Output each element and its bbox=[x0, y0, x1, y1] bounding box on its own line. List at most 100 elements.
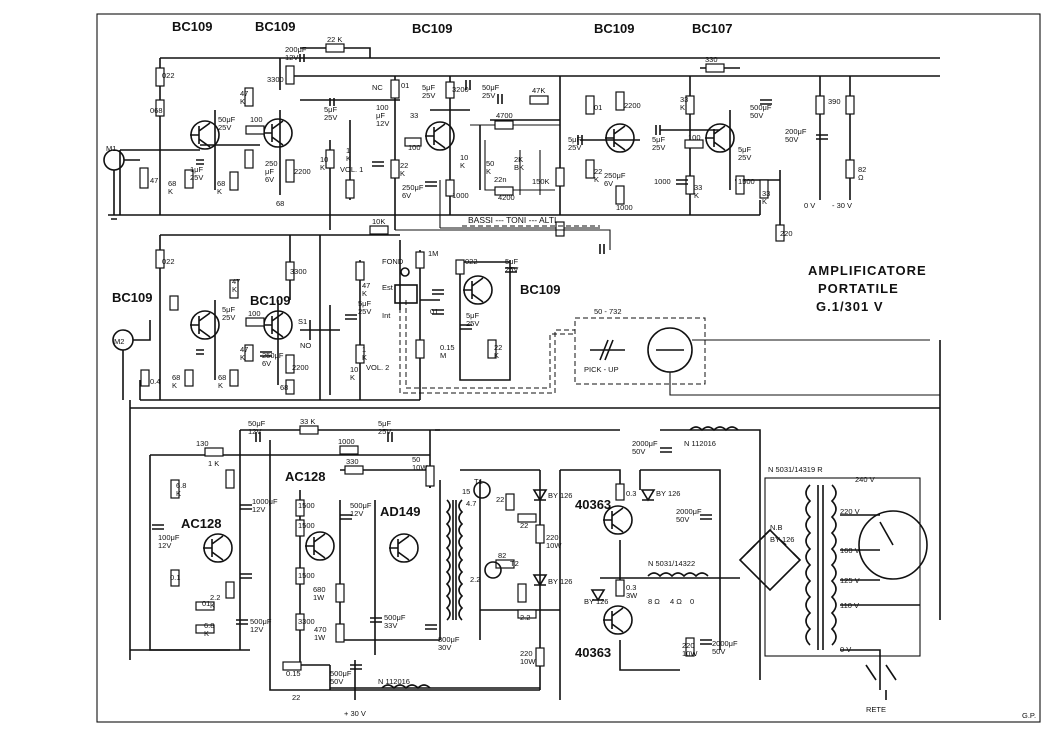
label-r4200: 4200 bbox=[498, 193, 515, 202]
label-v125: 125 V bbox=[840, 576, 860, 585]
label-r1500b: 1500 bbox=[298, 501, 315, 510]
label-zero: 0 V bbox=[804, 201, 815, 210]
label-c01d: 0.1 bbox=[170, 573, 180, 582]
transistor-q3-symbol bbox=[425, 121, 455, 151]
label-minus30: - 30 V bbox=[832, 201, 852, 210]
label-tbot: N 112016 bbox=[378, 677, 410, 686]
transistor-q8-symbol bbox=[463, 275, 493, 305]
transistor-q4-symbol bbox=[605, 123, 635, 153]
label-r68d: 68 bbox=[280, 383, 288, 392]
label-d1: BY 126 bbox=[548, 491, 572, 500]
label-v160: 160 V bbox=[840, 546, 860, 555]
label-r1000a: 1000 bbox=[452, 191, 469, 200]
transistor-row-middle bbox=[190, 275, 493, 340]
mains-transformer-frame bbox=[764, 477, 921, 657]
transistor-q12-symbol bbox=[603, 505, 633, 535]
label-vol1: VOL. 1 bbox=[340, 165, 363, 174]
label-tbridge: N.B bbox=[770, 523, 783, 532]
label-fond: FOND bbox=[382, 257, 404, 266]
label-r220: 220 bbox=[780, 229, 793, 238]
label-r22k: 22 K bbox=[327, 35, 342, 44]
label-r1m: 1M bbox=[428, 249, 438, 258]
transistor-q9-symbol bbox=[203, 533, 233, 563]
label-q11: AD149 bbox=[380, 504, 420, 519]
label-r1000b: 1000 bbox=[616, 203, 633, 212]
label-r1k6: 1 K bbox=[208, 459, 219, 468]
label-r22g: 2.2 bbox=[520, 613, 530, 622]
label-q13: 40363 bbox=[575, 645, 611, 660]
label-tap0: 0 bbox=[690, 597, 694, 606]
label-q3: BC109 bbox=[412, 21, 452, 36]
transistor-labels: BC109 BC109 BC109 BC109 BC107 BC109 BC10… bbox=[112, 19, 732, 660]
label-v240: 240 V bbox=[855, 475, 875, 484]
label-int: Int bbox=[382, 311, 391, 320]
label-q5: BC107 bbox=[692, 21, 732, 36]
preamp-middle bbox=[129, 234, 940, 660]
label-r2200c: 2200 bbox=[292, 363, 309, 372]
label-d4: BY 126 bbox=[584, 597, 608, 606]
label-r150k: 150K bbox=[532, 177, 550, 186]
label-m1: M1 bbox=[106, 144, 116, 153]
label-q4: BC109 bbox=[594, 21, 634, 36]
label-tap8: 8 Ω bbox=[648, 597, 660, 606]
label-r4700: 4700 bbox=[496, 111, 513, 120]
label-gp: G.P. bbox=[1022, 711, 1036, 720]
mic-jack-m2-symbol bbox=[112, 320, 151, 400]
label-q10: AC128 bbox=[285, 469, 325, 484]
title-line3: G.1/301 V bbox=[816, 299, 884, 314]
label-tdriver: N 112016 bbox=[684, 439, 716, 448]
label-m2: M2 bbox=[114, 337, 124, 346]
label-r3300b: 3300 bbox=[290, 267, 307, 276]
label-r22h: 2.2 bbox=[470, 575, 480, 584]
passives-middle bbox=[140, 225, 517, 395]
label-vol2: VOL. 2 bbox=[366, 363, 389, 372]
label-tout: N 5031/14322 bbox=[648, 559, 695, 568]
transistor-q10-symbol bbox=[305, 531, 335, 561]
label-r1500c: 1500 bbox=[298, 521, 315, 530]
label-r100a: 100 bbox=[250, 115, 263, 124]
passives-top bbox=[139, 43, 855, 254]
label-r68c: 68 bbox=[276, 199, 284, 208]
label-plus30: + 30 V bbox=[344, 709, 366, 718]
label-q2: BC109 bbox=[255, 19, 295, 34]
label-r2200a: 2200 bbox=[294, 167, 311, 176]
label-r22e: 22 bbox=[496, 495, 504, 504]
label-t1: T1 bbox=[474, 477, 483, 486]
label-r01: 01 bbox=[401, 81, 409, 90]
label-r100b: 100 bbox=[408, 143, 421, 152]
